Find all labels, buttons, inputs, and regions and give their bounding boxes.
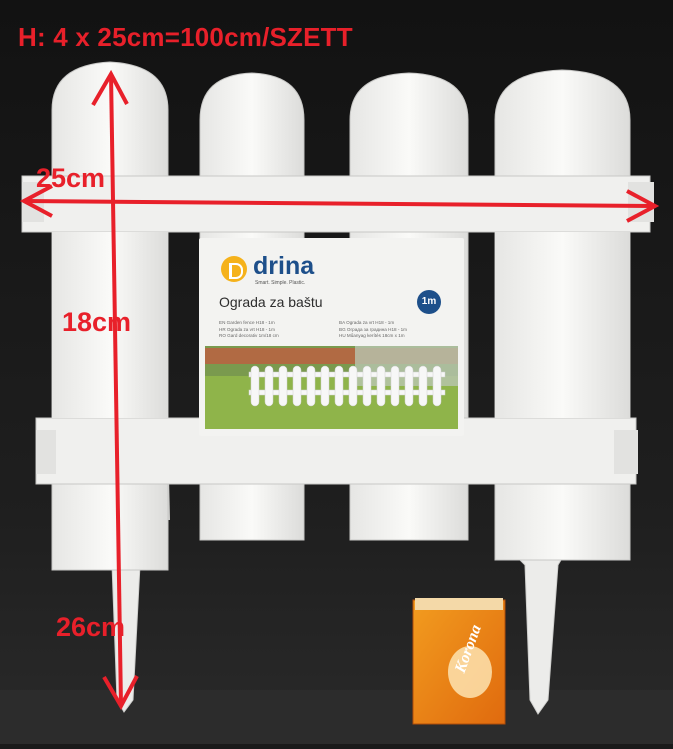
- drina-logo-icon: [221, 256, 247, 282]
- brand-name: drina: [253, 252, 315, 280]
- arrow-head-left: [19, 184, 53, 218]
- picket-4-lower: [494, 483, 631, 561]
- horizontal-arrow-line: [23, 199, 656, 208]
- lang-line: BG Ограда за градина H18 - 1m: [339, 326, 408, 332]
- lang-line: BA Ograda za vrt H18 - 1m: [339, 320, 395, 325]
- vertical-arrow-line: [109, 73, 123, 707]
- height-label: 18cm: [62, 307, 132, 337]
- size-set-annotation: H: 4 x 25cm=100cm/SZETT: [18, 22, 353, 52]
- product-label-card: drina Smart. Simple. Plastic. Ograda za …: [199, 238, 464, 436]
- table-surface: [0, 690, 673, 744]
- length-badge: 1m: [417, 290, 441, 314]
- multilingual-list-left: EN Garden fence H18 - 1m HR Ograda za vr…: [219, 320, 279, 340]
- picket-2-lower: [199, 483, 305, 541]
- matchbox-emblem: [448, 646, 492, 698]
- lang-line: HR Ograda za vrt H18 - 1m: [219, 326, 275, 332]
- matchbox-top: [415, 598, 503, 610]
- lang-line: HU Műanyag kerítés 18cm x 1m: [339, 333, 405, 338]
- picket-3-lower: [349, 483, 469, 541]
- brand-tagline: Smart. Simple. Plastic.: [255, 280, 306, 286]
- lang-line: EN Garden fence H18 - 1m: [219, 320, 275, 325]
- rail-tab-left-bottom: [36, 430, 56, 474]
- total-height-label: 26cm: [56, 612, 126, 642]
- product-title: Ograda za baštu: [219, 294, 323, 310]
- picket-1-front: [52, 232, 168, 418]
- multilingual-list-right: BA Ograda za vrt H18 - 1m BG Ограда за г…: [339, 320, 407, 340]
- arrow-head-right: [626, 189, 660, 223]
- lang-line: RO Gard decorativ 1m/18 cm: [219, 333, 279, 338]
- arrow-head-top: [91, 69, 129, 107]
- width-label: 25cm: [36, 163, 106, 193]
- picket-4-front: [495, 232, 630, 418]
- garden-fence-photo: [205, 346, 458, 429]
- rail-tab-right-bottom: [614, 430, 638, 474]
- garden-photo-image: [205, 346, 458, 429]
- picket-1-lower: [51, 483, 169, 571]
- arrow-head-bottom: [102, 675, 139, 711]
- measurement-arrows: [19, 69, 660, 711]
